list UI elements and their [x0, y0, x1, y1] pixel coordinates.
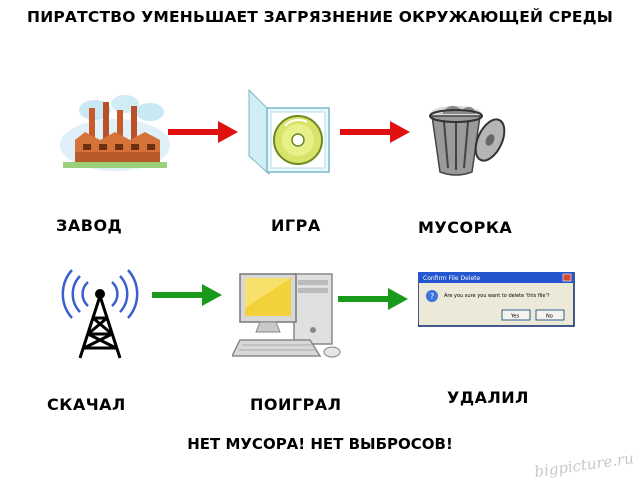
- question-icon: ?: [430, 292, 434, 301]
- no-button-label: No: [546, 314, 553, 320]
- game-disc-icon: [245, 82, 335, 177]
- dialog-title: Confirm File Delete: [423, 275, 481, 282]
- label-factory: ЗАВОД: [56, 216, 123, 235]
- antenna-icon: [60, 262, 140, 362]
- factory-icon: [55, 90, 170, 175]
- yes-button-label: Yes: [510, 314, 519, 320]
- arrow-right-icon: [340, 120, 412, 144]
- dialog-no-button[interactable]: No: [535, 309, 565, 321]
- label-played: ПОИГРАЛ: [250, 395, 342, 414]
- arrow-right-icon: [152, 283, 224, 307]
- page-title: ПИРАТСТВО УМЕНЬШАЕТ ЗАГРЯЗНЕНИЕ ОКРУЖАЮЩ…: [27, 8, 613, 26]
- computer-icon: [232, 268, 362, 368]
- watermark-logo: bigpicture.ru: [533, 449, 635, 481]
- dialog-yes-button[interactable]: Yes: [501, 309, 531, 321]
- delete-confirm-dialog: Confirm File Delete ? Are you sure you w…: [418, 272, 578, 328]
- trash-can-icon: [420, 90, 510, 180]
- dialog-close-button[interactable]: [562, 273, 572, 282]
- footer-slogan: НЕТ МУСОРА! НЕТ ВЫБРОСОВ!: [187, 435, 453, 453]
- label-trash: МУСОРКА: [418, 218, 513, 237]
- arrow-right-icon: [338, 287, 410, 311]
- arrow-right-icon: [168, 120, 240, 144]
- label-game: ИГРА: [271, 216, 321, 235]
- label-deleted: УДАЛИЛ: [447, 388, 529, 407]
- label-downloaded: СКАЧАЛ: [47, 395, 126, 414]
- dialog-message: Are you sure you want to delete 'this fi…: [444, 293, 550, 299]
